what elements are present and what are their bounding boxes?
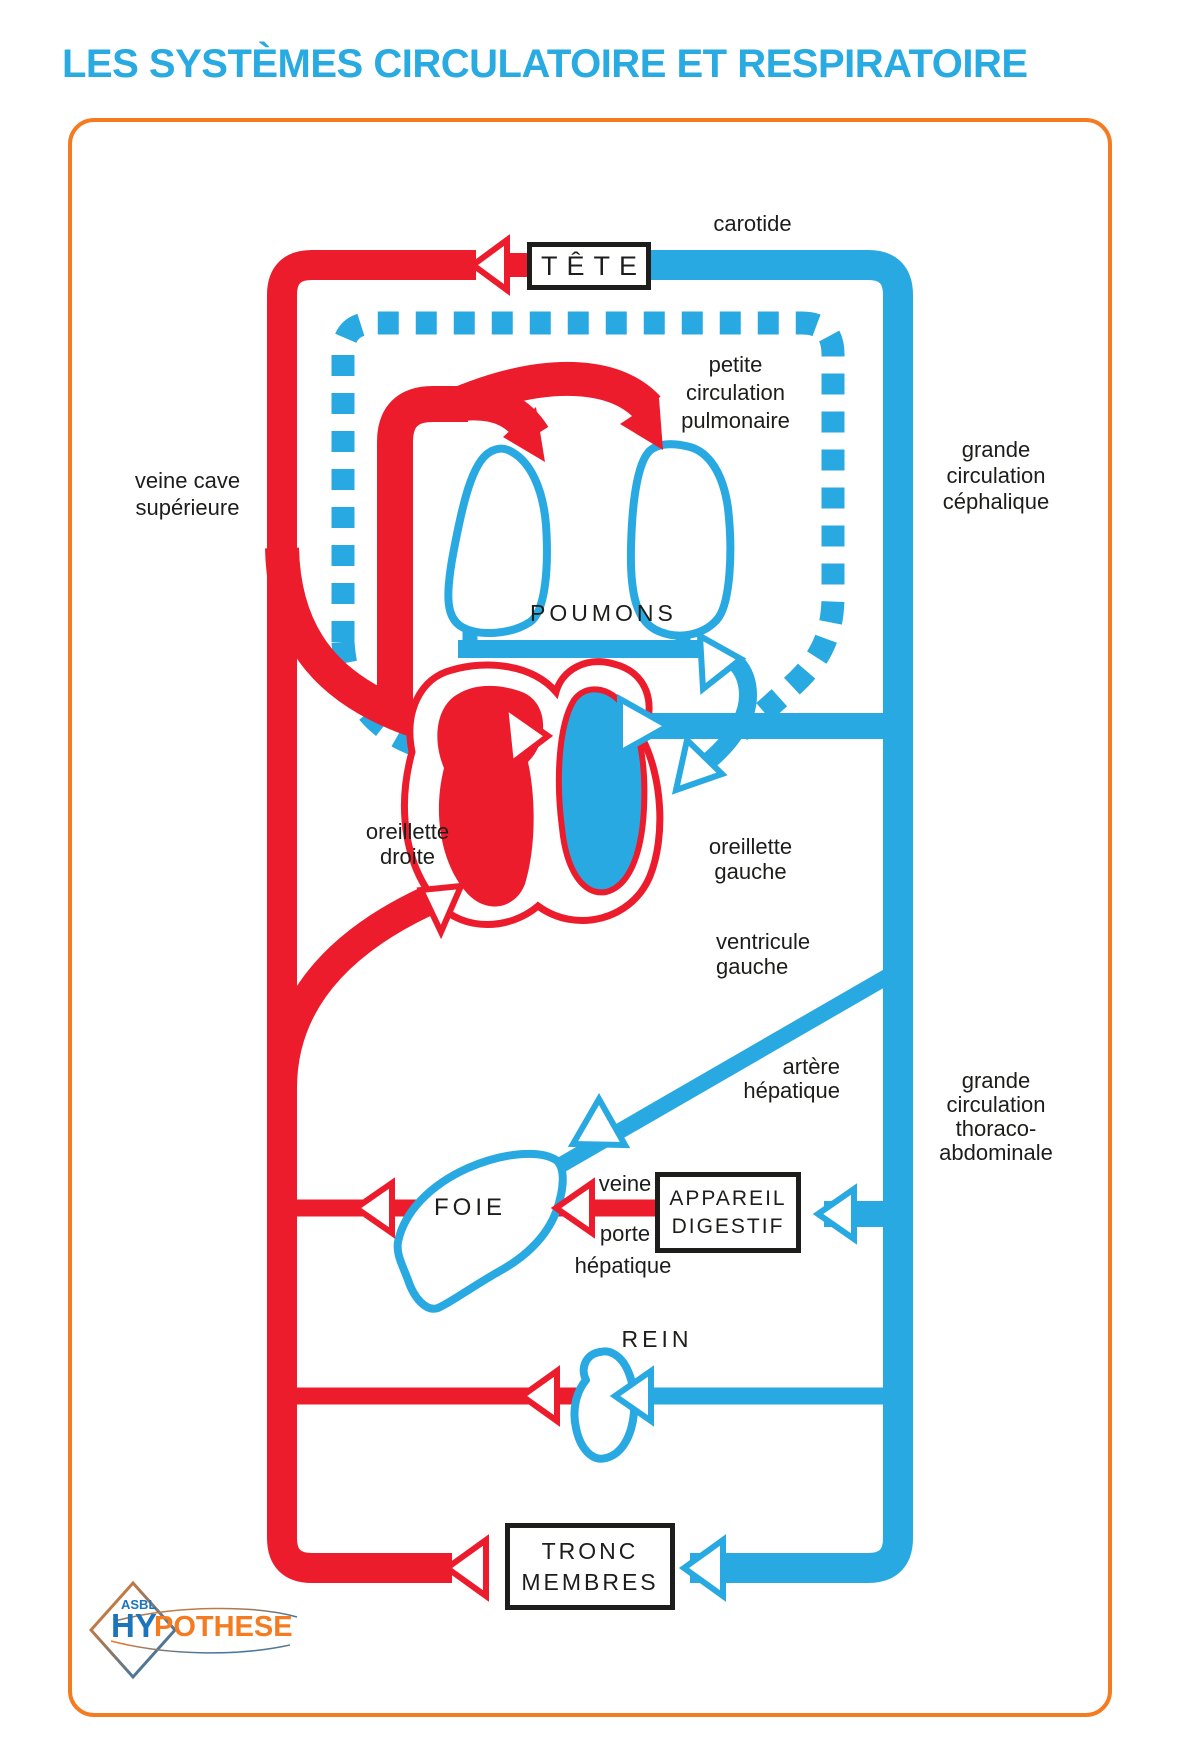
- label-line: oreillette: [708, 834, 793, 859]
- appareil-digestif-line1: APPAREIL: [669, 1186, 787, 1210]
- red-main-pipe: [267, 250, 476, 1583]
- label-porte: porte: [599, 1221, 651, 1246]
- label-grande-cephalique: grande circulation céphalique: [915, 437, 1077, 515]
- label-veine-cave: veine cave supérieure: [105, 467, 270, 521]
- arrow-foie-out-icon: [350, 1177, 395, 1239]
- logo-hy-text: HY: [111, 1607, 157, 1644]
- logo-pothese-text: POTHESE: [154, 1611, 293, 1643]
- pulmonary-vein-descent: [694, 655, 757, 776]
- arrow-into-rein-icon: [609, 1365, 654, 1427]
- label-rein: REIN: [621, 1326, 693, 1352]
- appareil-digestif-line2: DIGESTIF: [671, 1214, 785, 1238]
- arrow-into-left-atrium-icon: [671, 734, 728, 795]
- label-line: gauche: [716, 954, 789, 979]
- tronc-membres-line2: MEMBRES: [521, 1568, 659, 1595]
- hypothese-logo-diamond-icon: [88, 1580, 298, 1680]
- arrow-into-digestif-icon: [812, 1183, 857, 1245]
- label-line: grande: [961, 1068, 1031, 1093]
- logo-asbl-text: ASBL: [121, 1597, 157, 1612]
- label-line: veine cave: [134, 468, 241, 493]
- label-petite-circulation: petite circulation pulmonaire: [653, 351, 818, 435]
- tronc-membres-line1: TRONC: [541, 1537, 639, 1564]
- hypothese-logo: ASBL HY POTHESE: [85, 1577, 310, 1685]
- label-line: ventricule: [716, 929, 811, 954]
- right-lung: [626, 440, 735, 640]
- label-artere-hepatique: artère hépatique: [698, 1055, 840, 1103]
- label-line: circulation: [685, 380, 786, 405]
- tete-box-label: TÊTE: [541, 250, 647, 281]
- dashed-loop-main: [331, 311, 845, 741]
- label-line: circulation: [946, 1092, 1046, 1117]
- arrow-pulmonary-vein-icon: [696, 630, 747, 695]
- appareil-digestif-box: APPAREIL DIGESTIF: [655, 1172, 801, 1253]
- arrow-inferior-into-heart-icon: [416, 882, 466, 940]
- label-carotide: carotide: [713, 211, 792, 236]
- pulmonary-trunk: [377, 386, 468, 708]
- arrow-tete-red-icon: [467, 234, 510, 296]
- label-line: abdominale: [939, 1140, 1053, 1165]
- pulmonary-branch-right: [451, 361, 661, 421]
- label-line: grande: [961, 437, 1031, 462]
- label-oreillette-gauche: oreillette gauche: [683, 834, 818, 884]
- arrow-hepatic-artery-icon: [567, 1092, 631, 1149]
- arrow-into-foie-icon: [550, 1177, 595, 1239]
- arrow-into-left-lung-icon: [503, 407, 545, 462]
- label-line: artère: [782, 1054, 840, 1079]
- logo-swoosh-top: [114, 1607, 298, 1622]
- label-foie: FOIE: [433, 1194, 506, 1221]
- label-ventricule-gauche: ventricule gauche: [716, 929, 846, 979]
- arrow-into-tronc-icon: [678, 1534, 726, 1602]
- label-line: oreillette: [365, 819, 450, 844]
- label-line: droite: [379, 844, 436, 869]
- label-line: gauche: [714, 859, 787, 884]
- arrow-aorta-icon: [617, 693, 675, 759]
- label-line: pulmonaire: [681, 408, 790, 433]
- label-line: céphalique: [942, 489, 1050, 514]
- arrow-tronc-out-icon: [441, 1534, 489, 1602]
- arrow-rein-out-icon: [516, 1365, 560, 1427]
- blue-main-pipe: [651, 250, 913, 1583]
- label-line: supérieure: [135, 495, 240, 520]
- left-lung: [444, 444, 551, 637]
- arrow-superior-into-heart-icon: [501, 699, 554, 770]
- label-line: hépatique: [743, 1078, 840, 1103]
- label-line: circulation: [946, 463, 1046, 488]
- liver-icon: [393, 1149, 567, 1313]
- label-hepatique: hépatique: [574, 1253, 672, 1278]
- page-title: LES SYSTÈMES CIRCULATOIRE ET RESPIRATOIR…: [62, 42, 1028, 86]
- label-veine: veine: [598, 1171, 652, 1196]
- logo-diamond: [88, 1580, 178, 1680]
- arrow-into-right-lung-icon: [620, 398, 663, 450]
- logo-swoosh-bottom: [110, 1640, 291, 1654]
- label-poumons: POUMONS: [530, 600, 677, 626]
- label-line: petite: [708, 352, 763, 377]
- tronc-membres-box: TRONC MEMBRES: [505, 1523, 675, 1610]
- lungs-icon: [444, 440, 735, 640]
- orange-frame: [68, 118, 1112, 1717]
- label-line: thoraco-: [955, 1116, 1037, 1141]
- flow-arrows: [350, 234, 857, 1602]
- kidney-icon: [570, 1347, 639, 1463]
- label-oreillette-droite: oreillette droite: [340, 819, 475, 869]
- label-grande-thoraco: grande circulation thoraco- abdominale: [915, 1069, 1077, 1165]
- tete-box: TÊTE: [527, 242, 651, 290]
